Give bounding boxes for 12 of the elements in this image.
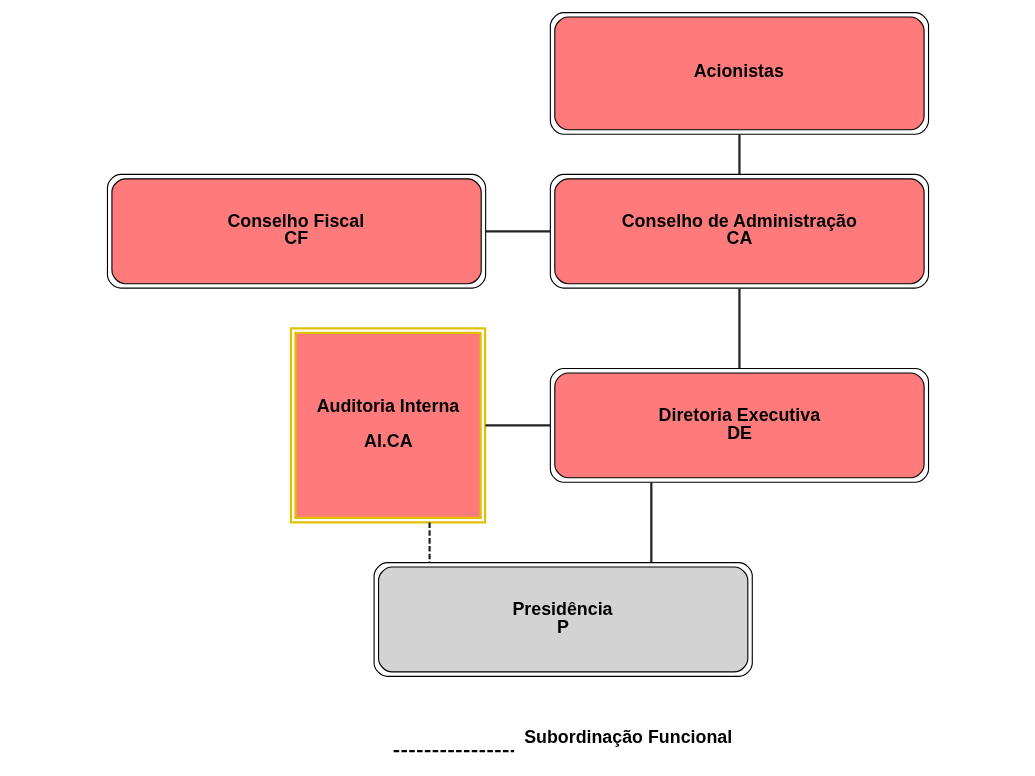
legend-label: Subordinação Funcional xyxy=(523,727,732,748)
connector xyxy=(484,424,550,427)
node-box: Acionistas xyxy=(549,12,929,135)
connector xyxy=(649,482,652,563)
node-box: Auditoria Interna AI.CA xyxy=(289,327,486,524)
node-box: Conselho Fiscal CF xyxy=(106,173,486,289)
connector xyxy=(737,288,741,369)
node-box: Presidência P xyxy=(373,562,753,677)
connector xyxy=(737,134,741,174)
connector xyxy=(485,230,550,233)
node-box: Conselho de Administração CA xyxy=(549,173,929,289)
node-box: Diretoria Executiva DE xyxy=(549,367,929,483)
